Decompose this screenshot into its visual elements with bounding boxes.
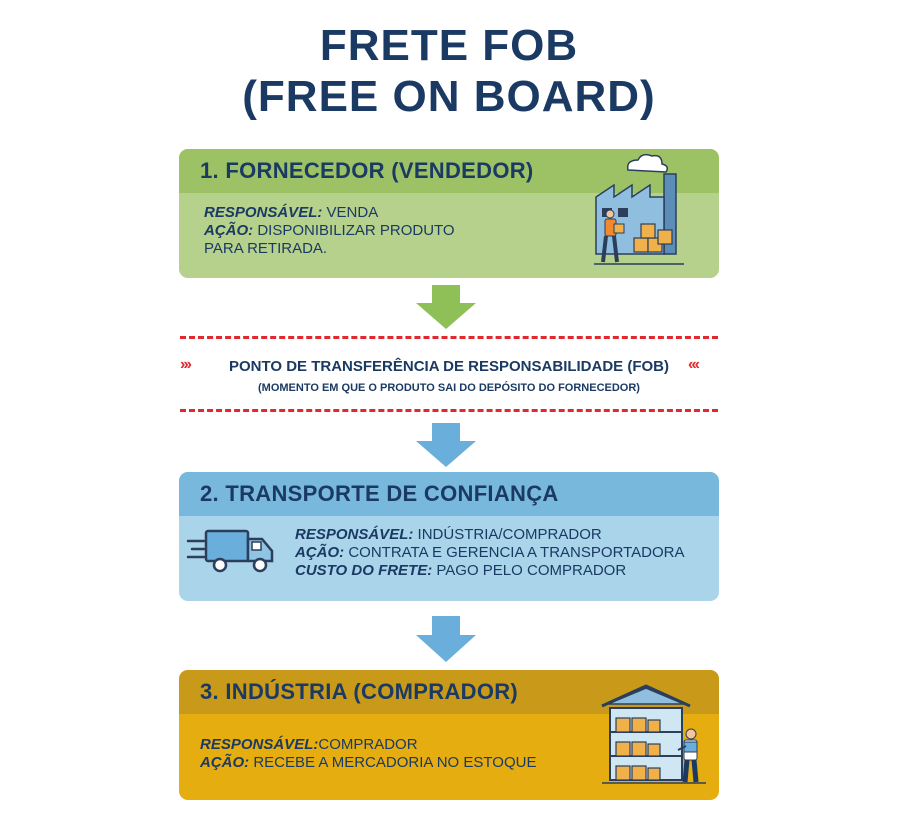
flow-arrow-icon — [416, 423, 476, 467]
transfer-dashed-line-bottom — [180, 409, 718, 412]
flow-arrow-icon — [416, 616, 476, 662]
step-card-transport: 2. TRANSPORTE DE CONFIANÇA RESPONSÁVEL: … — [179, 472, 719, 601]
step-heading: 1. FORNECEDOR (VENDEDOR) — [179, 149, 719, 193]
acao-value: RECEBE A MERCADORIA NO ESTOQUE — [249, 754, 537, 771]
responsavel-label: RESPONSÁVEL: — [295, 526, 414, 543]
custo-line: CUSTO DO FRETE: PAGO PELO COMPRADOR — [295, 562, 685, 580]
transfer-dashed-line-top — [180, 336, 718, 339]
step-heading: 2. TRANSPORTE DE CONFIANÇA — [179, 472, 719, 516]
acao-line: AÇÃO: CONTRATA E GERENCIA A TRANSPORTADO… — [295, 544, 685, 562]
step-body: RESPONSÁVEL: VENDA AÇÃO: DISPONIBILIZAR … — [179, 193, 719, 278]
acao-line: AÇÃO: RECEBE A MERCADORIA NO ESTOQUE — [200, 754, 536, 772]
responsavel-value: VENDA — [322, 204, 379, 221]
transfer-point-subtitle: (MOMENTO EM QUE O PRODUTO SAI DO DEPÓSIT… — [258, 382, 640, 394]
step-body: RESPONSÁVEL: INDÚSTRIA/COMPRADOR AÇÃO: C… — [179, 516, 719, 601]
acao-label: AÇÃO: — [295, 544, 345, 561]
step-body: RESPONSÁVEL:COMPRADOR AÇÃO: RECEBE A MER… — [179, 714, 719, 800]
acao-line-continued: PARA RETIRADA. — [204, 240, 328, 257]
acao-line: AÇÃO: DISPONIBILIZAR PRODUTO — [204, 222, 455, 240]
responsavel-label: RESPONSÁVEL: — [200, 736, 319, 753]
custo-label: CUSTO DO FRETE: — [295, 562, 433, 579]
acao-value: DISPONIBILIZAR PRODUTO — [253, 222, 455, 239]
chevron-left-icon: ‹‹‹ — [688, 356, 700, 373]
responsavel-value: INDÚSTRIA/COMPRADOR — [413, 526, 602, 543]
step-details: RESPONSÁVEL:COMPRADOR AÇÃO: RECEBE A MER… — [200, 736, 536, 772]
responsavel-line: RESPONSÁVEL: INDÚSTRIA/COMPRADOR — [295, 526, 685, 544]
responsavel-line: RESPONSÁVEL: VENDA — [204, 204, 455, 222]
acao-value: CONTRATA E GERENCIA A TRANSPORTADORA — [344, 544, 685, 561]
step-details: RESPONSÁVEL: INDÚSTRIA/COMPRADOR AÇÃO: C… — [295, 526, 685, 580]
step-details: RESPONSÁVEL: VENDA AÇÃO: DISPONIBILIZAR … — [204, 204, 455, 258]
acao-label: AÇÃO: — [204, 222, 254, 239]
delivery-truck-icon — [186, 529, 274, 573]
transfer-point-title: PONTO DE TRANSFERÊNCIA DE RESPONSABILIDA… — [228, 358, 670, 375]
responsavel-label: RESPONSÁVEL: — [204, 204, 323, 221]
chevron-right-icon: ››› — [180, 356, 192, 373]
page-title-line-2: (FREE ON BOARD) — [242, 72, 656, 121]
custo-value: PAGO PELO COMPRADOR — [432, 562, 627, 579]
warehouse-worker-icon — [601, 684, 706, 784]
factory-worker-icon — [594, 153, 684, 265]
page-title-line-1: FRETE FOB — [319, 21, 579, 70]
step-heading: 3. INDÚSTRIA (COMPRADOR) — [179, 670, 719, 714]
responsavel-line: RESPONSÁVEL:COMPRADOR — [200, 736, 536, 754]
flow-arrow-icon — [416, 285, 476, 329]
acao-label: AÇÃO: — [200, 754, 250, 771]
responsavel-value: COMPRADOR — [318, 736, 418, 753]
